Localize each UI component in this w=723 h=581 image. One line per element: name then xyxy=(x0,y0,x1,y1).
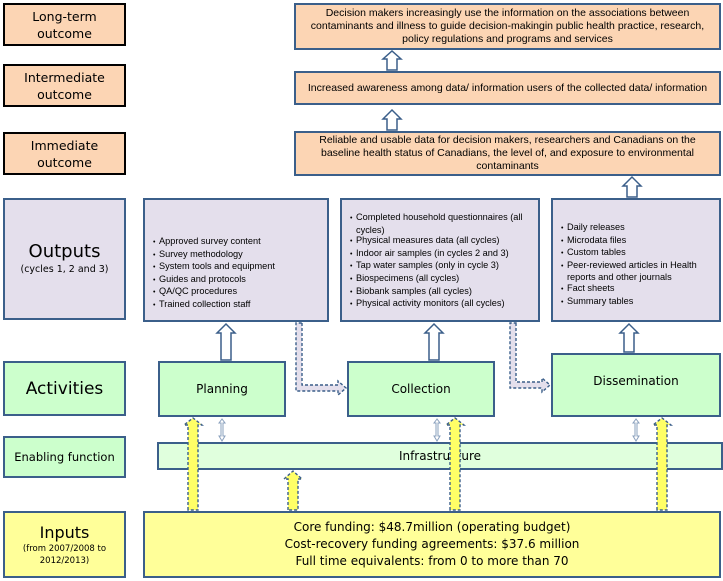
activity-collection: Collection xyxy=(347,361,495,417)
label-inputs: Inputs (from 2007/2008 to 2012/2013) xyxy=(3,511,126,578)
arrow-dissemination-to-outputs xyxy=(618,322,640,353)
planning-output-item: Trained collection staff xyxy=(153,299,275,312)
label-enabling-text: Enabling function xyxy=(14,450,115,464)
input-cost-recovery: Cost-recovery funding agreements: $37.6 … xyxy=(284,537,580,551)
activity-dissemination-label: Dissemination xyxy=(593,374,679,388)
collection-output-item: Indoor air samples (in cycles 2 and 3) xyxy=(350,248,538,261)
dissemination-output-item: Fact sheets xyxy=(561,283,713,296)
collection-output-item: Biobank samples (all cycles) xyxy=(350,286,538,299)
planning-output-item: QA/QC procedures xyxy=(153,286,275,299)
inputs-box: Core funding: $48.7million (operating bu… xyxy=(143,511,721,578)
double-arrow-infra-collection xyxy=(433,418,441,442)
collection-outputs-list: Completed household questionnaires (all … xyxy=(350,212,538,311)
activity-dissemination: Dissemination xyxy=(551,353,721,417)
arrow-collection-to-outputs xyxy=(423,322,445,361)
dissemination-output-item: Daily releases xyxy=(561,222,713,235)
label-outputs: Outputs (cycles 1, 2 and 3) xyxy=(3,198,126,320)
dissemination-outputs-box: Daily releasesMicrodata filesCustom tabl… xyxy=(551,198,721,322)
dissemination-output-item: Peer-reviewed articles in Health reports… xyxy=(561,260,713,283)
label-immediate-outcome: Immediate outcome xyxy=(3,132,126,175)
label-long-term-outcome: Long-term outcome xyxy=(3,3,126,46)
planning-outputs-box: Approved survey contentSurvey methodolog… xyxy=(143,198,329,322)
label-intermediate-line2: outcome xyxy=(37,86,92,102)
label-immediate-line2: outcome xyxy=(37,154,92,170)
activity-planning-label: Planning xyxy=(196,382,248,396)
infrastructure-box: Infrastructure xyxy=(157,442,723,470)
label-inputs-sub2: 2012/2013) xyxy=(39,555,90,566)
label-outputs-subtitle: (cycles 1, 2 and 3) xyxy=(20,264,109,275)
collection-output-item: Physical measures data (all cycles) xyxy=(350,235,538,248)
yellow-arrow-inputs-to-infrastructure xyxy=(282,470,304,511)
dissemination-output-item: Custom tables xyxy=(561,247,713,260)
input-core-funding: Core funding: $48.7million (operating bu… xyxy=(293,520,571,534)
collection-outputs-box: Completed household questionnaires (all … xyxy=(340,198,540,322)
long-term-outcome-box: Decision makers increasingly use the inf… xyxy=(294,3,721,50)
arrow-intermediate-to-long-term xyxy=(381,49,403,71)
arrow-immediate-to-intermediate xyxy=(381,108,403,131)
collection-output-item: Completed household questionnaires (all … xyxy=(350,212,538,235)
label-immediate-line1: Immediate xyxy=(30,137,99,153)
activity-collection-label: Collection xyxy=(391,382,451,396)
label-inputs-title: Inputs xyxy=(39,522,90,542)
label-enabling-function: Enabling function xyxy=(3,436,126,478)
dissemination-output-item: Summary tables xyxy=(561,296,713,309)
label-activities-text: Activities xyxy=(25,378,104,399)
collection-output-item: Tap water samples (only in cycle 3) xyxy=(350,260,538,273)
immediate-outcome-text: Reliable and usable data for decision ma… xyxy=(319,134,696,172)
dissemination-outputs-list: Daily releasesMicrodata filesCustom tabl… xyxy=(561,222,713,308)
planning-output-item: Approved survey content xyxy=(153,236,275,249)
immediate-outcome-box: Reliable and usable data for decision ma… xyxy=(294,131,721,176)
label-intermediate-line1: Intermediate xyxy=(24,69,105,85)
collection-output-item: Physical activity monitors (all cycles) xyxy=(350,298,538,311)
planning-output-item: Guides and protocols xyxy=(153,274,275,287)
arrow-dissemination-outputs-to-immediate xyxy=(621,175,643,198)
collection-output-item: Biospecimens (all cycles) xyxy=(350,273,538,286)
dissemination-output-item: Microdata files xyxy=(561,235,713,248)
label-activities: Activities xyxy=(3,361,126,416)
activity-planning: Planning xyxy=(158,361,286,417)
label-intermediate-outcome: Intermediate outcome xyxy=(3,64,126,107)
planning-outputs-list: Approved survey contentSurvey methodolog… xyxy=(153,236,275,312)
label-inputs-sub1: (from 2007/2008 to xyxy=(22,543,107,554)
dashed-arrow-planning-to-collection xyxy=(295,322,348,397)
dashed-arrow-collection-to-dissemination xyxy=(509,322,552,394)
label-long-term-line1: Long-term xyxy=(32,8,97,24)
input-fte: Full time equivalents: from 0 to more th… xyxy=(295,554,569,568)
label-outputs-title: Outputs xyxy=(28,241,101,262)
double-arrow-infra-dissemination xyxy=(632,418,640,442)
long-term-outcome-text: Decision makers increasingly use the inf… xyxy=(310,7,705,45)
infrastructure-label: Infrastructure xyxy=(398,449,482,463)
double-arrow-infra-planning xyxy=(218,418,226,442)
intermediate-outcome-text: Increased awareness among data/ informat… xyxy=(307,81,708,94)
planning-output-item: Survey methodology xyxy=(153,249,275,262)
intermediate-outcome-box: Increased awareness among data/ informat… xyxy=(294,71,721,105)
arrow-planning-to-outputs xyxy=(215,322,237,361)
label-long-term-line2: outcome xyxy=(37,25,92,41)
planning-output-item: System tools and equipment xyxy=(153,261,275,274)
